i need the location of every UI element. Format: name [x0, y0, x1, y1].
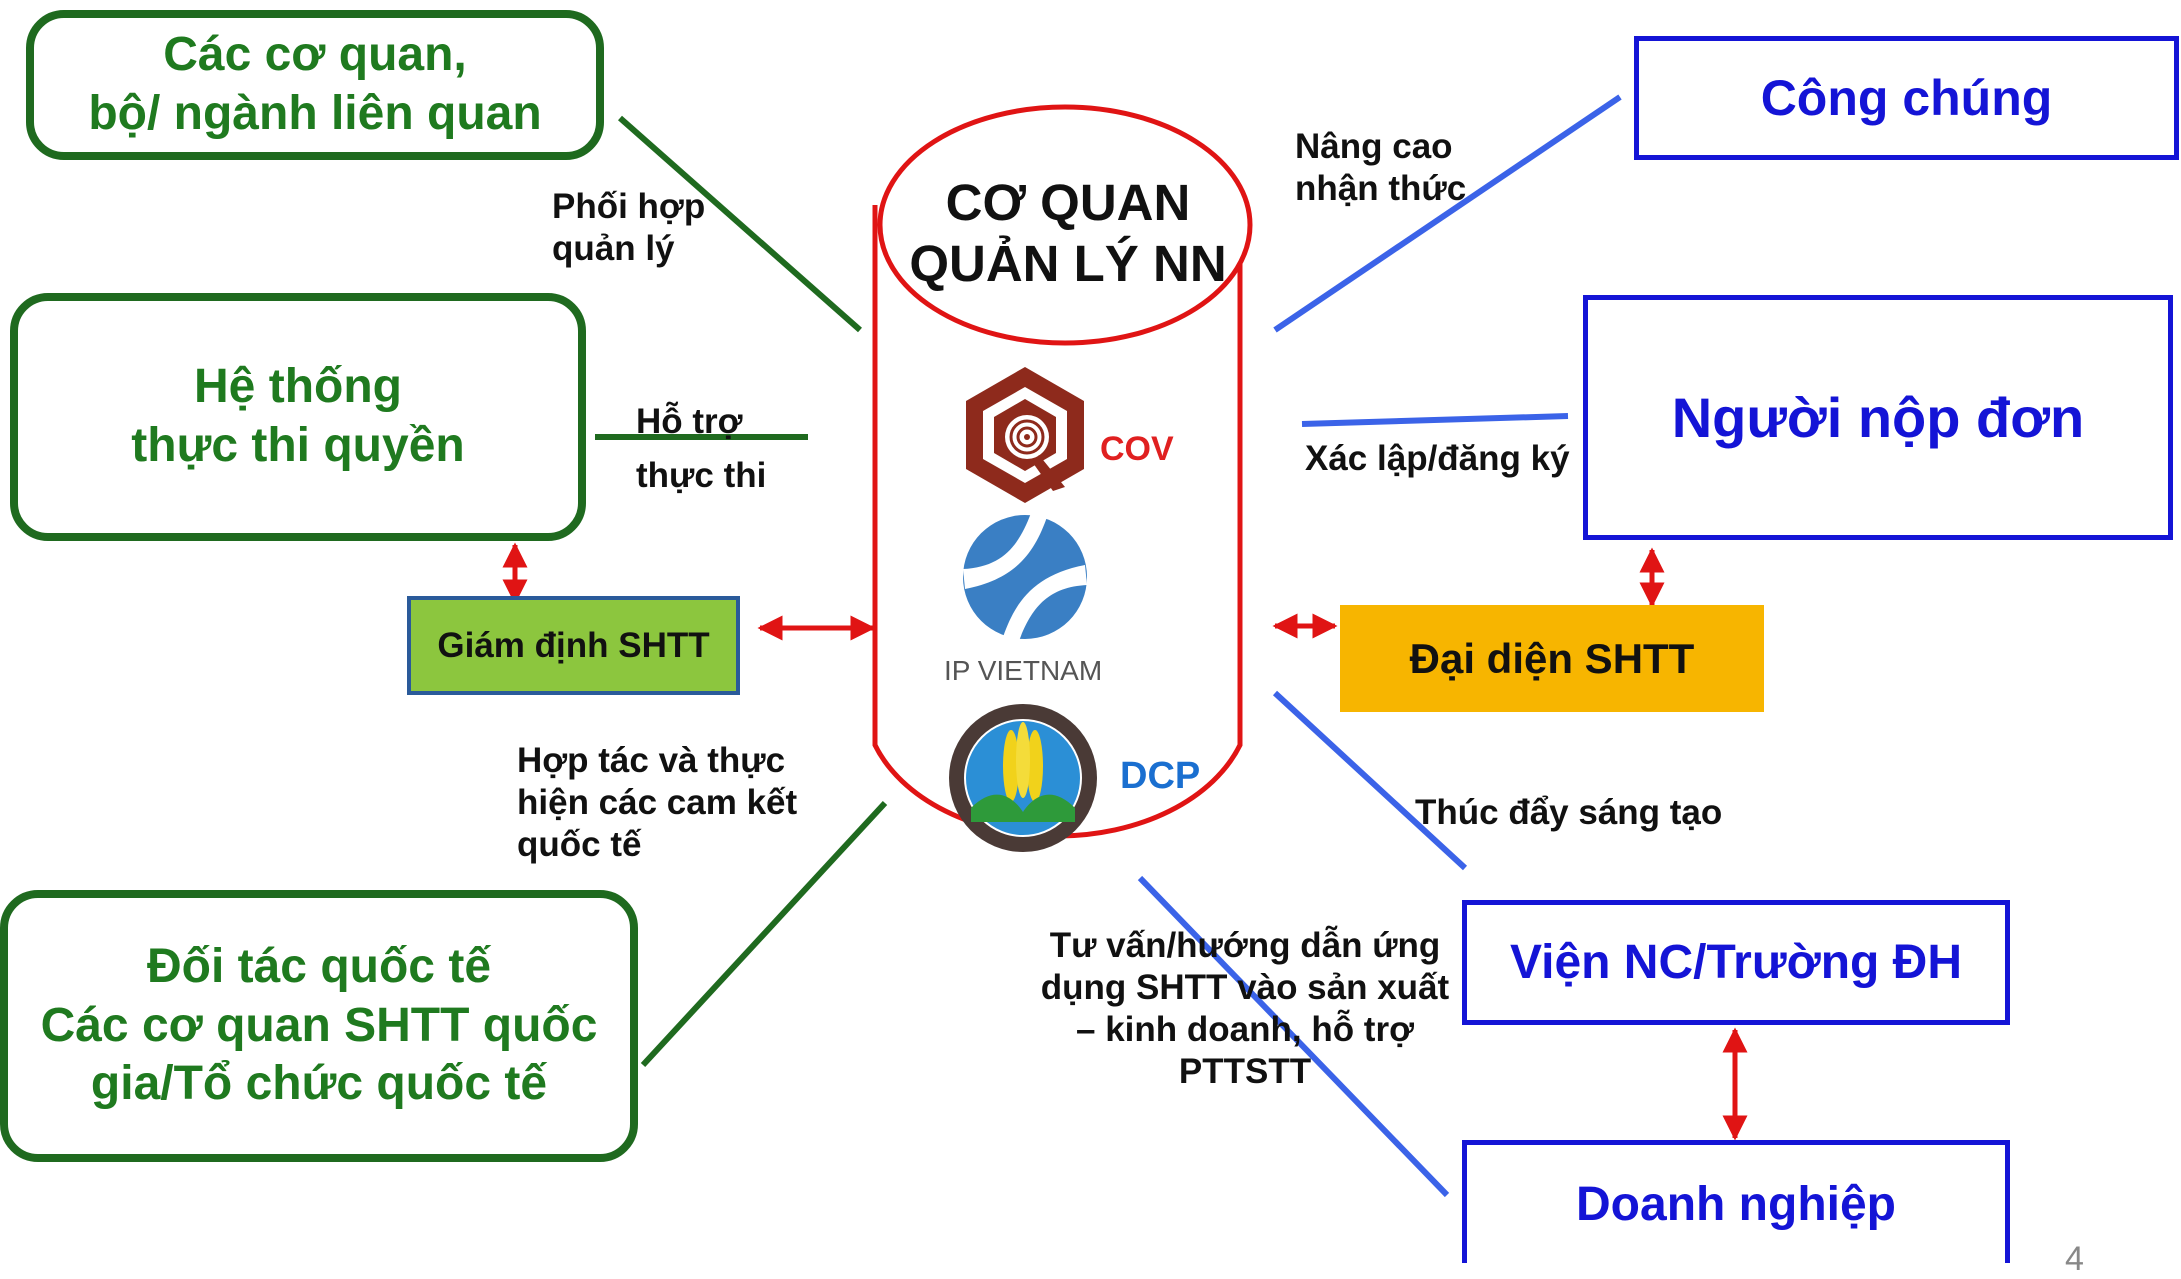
ip-vietnam-logo-icon [963, 513, 1087, 641]
edge-viennc [1272, 690, 1468, 871]
nang-cao-line1: Nâng cao [1295, 127, 1453, 166]
box-nguoi-nop-don: Người nộp đơn [1583, 295, 2173, 540]
edge-doitac [640, 800, 888, 1068]
box-doi-tac-quoc-te: Đối tác quốc tế Các cơ quan SHTT quốc gi… [0, 890, 638, 1162]
nang-cao-line2: nhận thức [1295, 169, 1467, 208]
label-xac-lap: Xác lập/đăng ký [1305, 439, 1570, 478]
doi-tac-line3: gia/Tổ chức quốc tế [90, 1057, 548, 1111]
label-ho-tro: Hỗ trợ thực thi [636, 395, 766, 504]
box-dai-dien-shtt: Đại diện SHTT [1340, 605, 1764, 712]
co-quan-line2: bộ/ ngành liên quan [88, 87, 542, 140]
doi-tac-line2: Các cơ quan SHTT quốc [40, 998, 598, 1052]
edge-coquan [618, 115, 862, 333]
ho-tro-line2: thực thi [636, 456, 767, 496]
giam-dinh-label: Giám định SHTT [437, 625, 710, 665]
label-thuc-day: Thúc đẩy sáng tạo [1415, 793, 1723, 832]
cov-logo-icon [966, 367, 1084, 503]
phoi-hop-line2: quản lý [552, 229, 675, 268]
doi-tac-line1: Đối tác quốc tế [146, 940, 492, 994]
cov-label: COV [1100, 430, 1174, 468]
center-cylinder [872, 104, 1253, 839]
hop-tac-line2: hiện các cam kết [517, 783, 798, 822]
dcp-label: DCP [1120, 755, 1201, 797]
ho-tro-line1: Hỗ trợ [636, 402, 743, 441]
ip-vietnam-label: IP VIETNAM [944, 655, 1103, 686]
cong-chung-label: Công chúng [1760, 70, 2053, 126]
center-title: CƠ QUAN QUẢN LÝ NN [868, 172, 1268, 294]
box-co-quan-bo-nganh: Các cơ quan, bộ/ ngành liên quan [26, 10, 604, 160]
edge-doanhnghiep [1137, 875, 1450, 1198]
co-quan-line1: Các cơ quan, [163, 28, 467, 82]
vien-nc-label: Viện NC/Trường ĐH [1509, 936, 1963, 989]
he-thong-line2: thực thi quyền [131, 419, 465, 472]
center-title-line2: QUẢN LÝ NN [909, 235, 1227, 293]
phoi-hop-line1: Phối hợp [552, 187, 706, 226]
dai-dien-label: Đại diện SHTT [1409, 634, 1695, 682]
page-number: 4 [2065, 1240, 2084, 1278]
he-thong-line1: Hệ thống [194, 360, 402, 414]
dcp-logo-icon [949, 704, 1097, 852]
label-phoi-hop: Phối hợp quản lý [552, 186, 705, 270]
label-hop-tac: Hợp tác và thực hiện các cam kết quốc tế [517, 740, 797, 866]
tu-van-line3: – kinh doanh, hỗ trợ [1076, 1010, 1414, 1049]
doanh-nghiep-label: Doanh nghiệp [1576, 1177, 1896, 1231]
edge-congchung [1273, 94, 1622, 333]
hop-tac-line1: Hợp tác và thực [517, 741, 786, 780]
center-title-line1: CƠ QUAN [945, 174, 1191, 231]
box-giam-dinh-shtt: Giám định SHTT [407, 596, 740, 695]
label-nang-cao: Nâng cao nhận thức [1295, 126, 1466, 210]
nguoi-nop-don-label: Người nộp đơn [1671, 386, 2085, 449]
box-cong-chung: Công chúng [1634, 36, 2179, 160]
label-tu-van: Tư vấn/hướng dẫn ứng dụng SHTT vào sản x… [1030, 925, 1460, 1093]
tu-van-line2: dụng SHTT vào sản xuất [1040, 968, 1450, 1007]
tu-van-line4: PTTSTT [1178, 1052, 1312, 1091]
tu-van-line1: Tư vấn/hướng dẫn ứng [1049, 926, 1441, 965]
edge-nguoinop [1301, 413, 1569, 427]
hop-tac-line3: quốc tế [517, 825, 642, 864]
box-doanh-nghiep: Doanh nghiệp [1462, 1140, 2010, 1263]
box-vien-nc-truong-dh: Viện NC/Trường ĐH [1462, 900, 2010, 1025]
box-he-thong-thuc-thi: Hệ thống thực thi quyền [10, 293, 586, 541]
